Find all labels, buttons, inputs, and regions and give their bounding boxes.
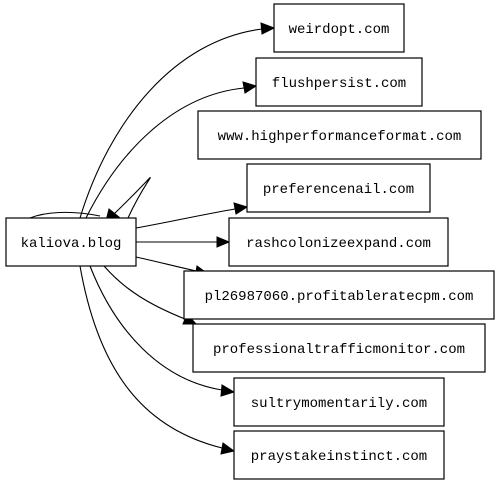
- edge-src-to-t8: [79, 265, 223, 449]
- node-t1: flushpersist.com: [255, 57, 423, 107]
- node-box: [183, 270, 495, 320]
- edge-src-to-t5: [135, 256, 197, 272]
- node-box: [228, 217, 449, 267]
- node-t3: preferencenail.com: [246, 163, 431, 213]
- node-box: [246, 163, 431, 213]
- node-t2: www.highperformanceformat.com: [197, 110, 482, 160]
- node-box: [5, 217, 137, 267]
- node-label: flushpersist.com: [272, 76, 406, 92]
- edge-src-to-t0: [79, 28, 263, 219]
- node-t7: sultrymomentarily.com: [233, 377, 445, 427]
- node-t0: weirdopt.com: [273, 3, 405, 53]
- node-box: [192, 323, 486, 373]
- node-t6: professionaltrafficmonitor.com: [192, 323, 486, 373]
- nodes-layer: kaliova.blog weirdopt.com flushpersist.com…: [5, 3, 495, 480]
- edge-src-to-t7: [89, 265, 223, 391]
- node-label: pl26987060.profitableratecpm.com: [205, 289, 474, 305]
- node-label: preferencenail.com: [263, 182, 414, 198]
- node-label: sultrymomentarily.com: [251, 396, 427, 412]
- node-t8: praystakeinstinct.com: [233, 430, 445, 480]
- node-t5: pl26987060.profitableratecpm.com: [183, 270, 495, 320]
- arrowhead-src-to-t4: [216, 236, 231, 248]
- node-box: [197, 110, 482, 160]
- edge-t2-to-src: [113, 177, 151, 219]
- node-label: professionaltrafficmonitor.com: [213, 342, 465, 358]
- node-src: kaliova.blog: [5, 217, 137, 267]
- node-box: [273, 3, 405, 53]
- node-label: praystakeinstinct.com: [251, 449, 427, 465]
- node-box: [255, 57, 423, 107]
- arrowhead-src-to-t7: [220, 384, 236, 397]
- node-label: www.highperformanceformat.com: [218, 129, 462, 145]
- node-box: [233, 377, 445, 427]
- arrowhead-src-to-t8: [220, 442, 236, 455]
- arrowhead-src-to-t1: [242, 81, 258, 94]
- edge-src-to-t6: [103, 265, 186, 320]
- node-box: [233, 430, 445, 480]
- node-label: rashcolonizeexpand.com: [246, 236, 431, 252]
- node-t4: rashcolonizeexpand.com: [228, 217, 449, 267]
- node-label: weirdopt.com: [289, 22, 390, 38]
- edge-src-to-t1: [85, 87, 245, 219]
- edge-src-loop: [29, 211, 101, 219]
- arrowhead-src-to-t3: [233, 202, 249, 215]
- arrowhead-src-to-t0: [260, 22, 276, 35]
- node-label: kaliova.blog: [21, 236, 122, 252]
- edge-src-to-t3: [135, 208, 236, 229]
